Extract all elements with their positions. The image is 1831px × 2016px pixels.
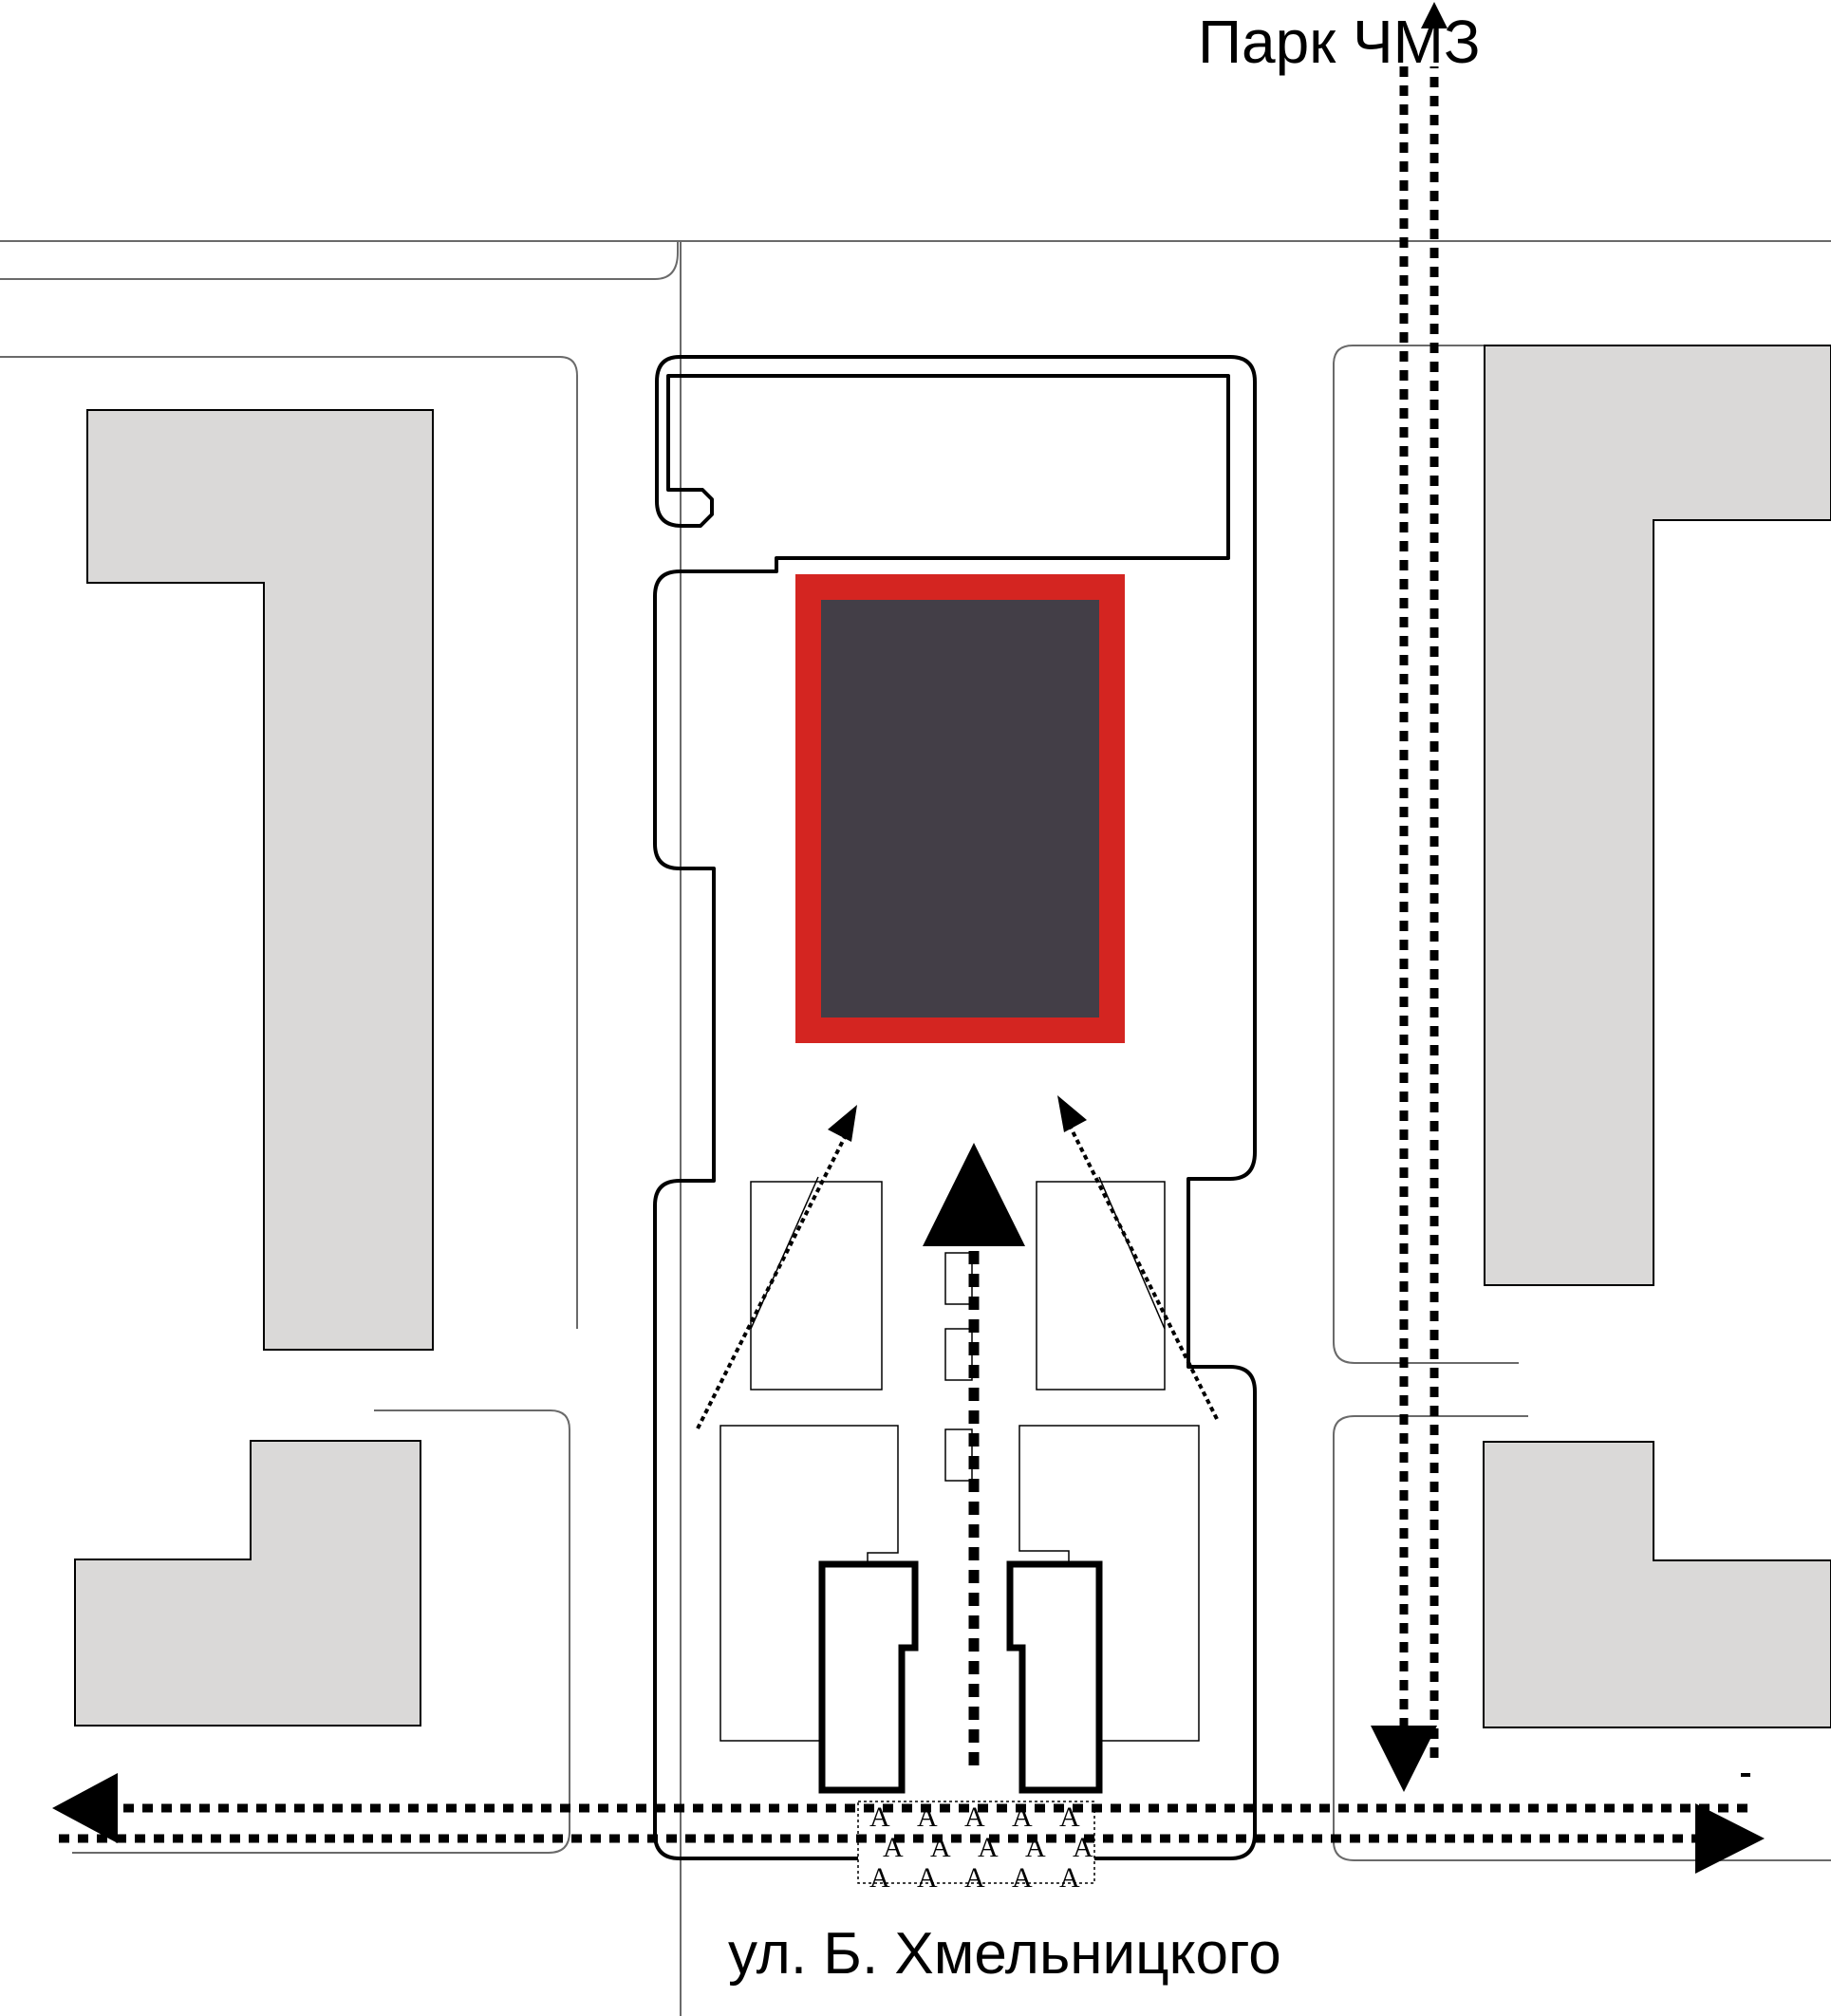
parking-bay-2	[944, 1328, 973, 1381]
building-left-tall	[86, 409, 434, 1351]
site-features	[719, 1176, 1200, 1742]
route-end-mark	[1741, 1773, 1750, 1777]
neighbor-buildings	[74, 345, 1831, 1728]
entrance-pylon-left	[818, 1560, 919, 1794]
crosswalk-glyph: А	[1012, 1862, 1033, 1894]
triangle-arrow-icon	[1371, 1726, 1437, 1792]
crosswalk-glyph: А	[964, 1862, 985, 1894]
triangle-arrow-icon	[52, 1773, 118, 1843]
street-label: ул. Б. Хмельницкого	[728, 1921, 1281, 1987]
triangle-arrow-icon	[1057, 1095, 1087, 1132]
parking-area-left-lower	[719, 1425, 899, 1742]
site-boundary	[653, 355, 1257, 1860]
triangle-arrow-icon	[1421, 2, 1448, 28]
triangle-arrow-icon	[828, 1105, 857, 1142]
triangle-arrow-icon	[923, 1143, 1025, 1246]
left-block-boundary	[0, 356, 578, 1329]
routes	[59, 66, 1750, 1843]
building-left-lower	[74, 1440, 421, 1727]
top-left-curb	[0, 241, 679, 280]
main-building-core	[821, 600, 1099, 1017]
parking-bay-1	[944, 1252, 973, 1305]
building-right-lower	[1483, 1441, 1831, 1728]
right-upper-block-boundary	[1333, 345, 1831, 1364]
right-lower-block-boundary	[1333, 1415, 1831, 1861]
route-diagonal-right	[1069, 1127, 1219, 1420]
entrance-structures	[818, 1560, 1103, 1794]
parking-bay-3	[944, 1428, 973, 1482]
diagonal-path-right	[1098, 1176, 1166, 1330]
arrows	[52, 2, 1765, 1874]
context-lines	[0, 240, 1831, 2016]
building-right-tall	[1484, 345, 1831, 1286]
triangle-arrow-icon	[1695, 1803, 1765, 1874]
park-label: Парк ЧМЗ	[1198, 8, 1481, 76]
crosswalk-glyph: А	[917, 1862, 938, 1894]
lower-left-block-boundary	[72, 1409, 570, 1854]
entrance-pylon-right	[1006, 1560, 1103, 1794]
crosswalk-glyph: А	[869, 1862, 890, 1894]
crosswalk-glyph: А	[1059, 1862, 1080, 1894]
route-diagonal-left	[696, 1132, 849, 1429]
